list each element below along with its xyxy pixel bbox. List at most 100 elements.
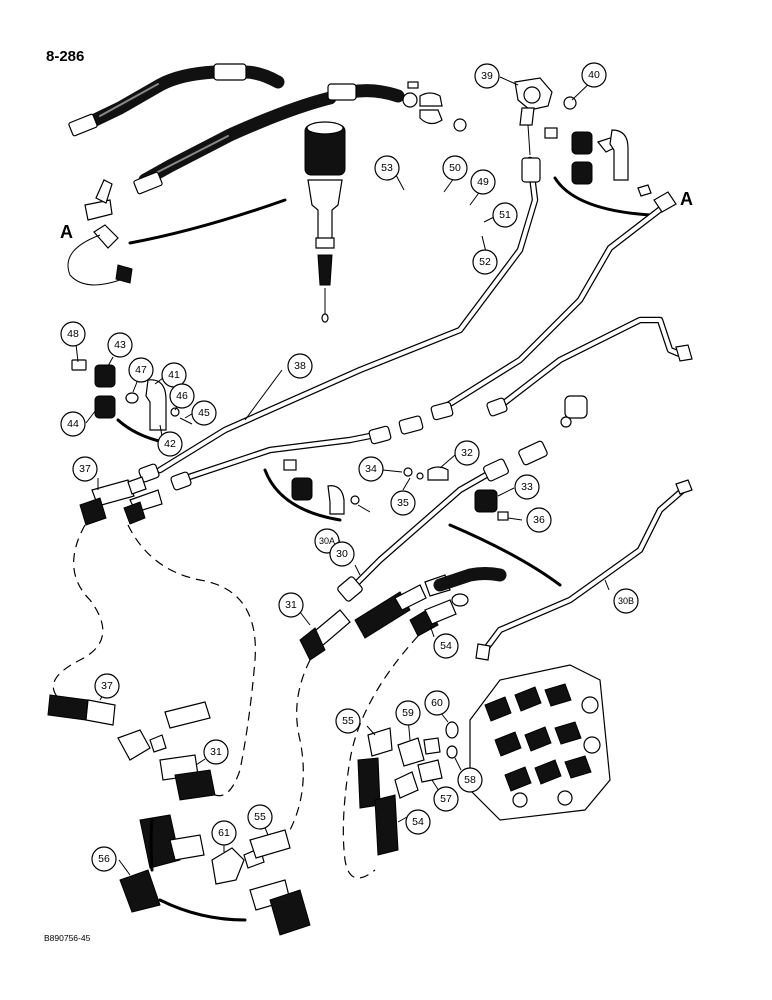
svg-text:54: 54 <box>440 640 452 652</box>
callout-53: 53 <box>374 155 400 181</box>
callout-54-lower: 54 <box>405 809 431 835</box>
callout-52: 52 <box>472 249 498 275</box>
svg-text:45: 45 <box>198 407 210 419</box>
tube-fittings <box>138 395 588 602</box>
svg-text:30: 30 <box>336 548 348 560</box>
callout-31-upper: 31 <box>278 592 304 618</box>
svg-text:58: 58 <box>464 774 476 786</box>
svg-text:51: 51 <box>499 209 511 221</box>
callout-54-upper: 54 <box>433 633 459 659</box>
svg-text:60: 60 <box>431 697 443 709</box>
callout-49: 49 <box>470 169 496 195</box>
steel-tube-38 <box>156 156 541 474</box>
svg-text:37: 37 <box>101 680 113 692</box>
elbow-fitting-39 <box>514 77 577 156</box>
valve-elbows <box>357 721 459 856</box>
callout-55-upper: 55 <box>335 708 361 734</box>
callout-39: 39 <box>474 63 500 89</box>
top-clamp-parts <box>407 81 467 132</box>
callout-40: 40 <box>581 62 607 88</box>
steel-tube-right <box>436 191 677 414</box>
lower-fittings <box>119 814 311 936</box>
callout-34: 34 <box>358 456 384 482</box>
svg-text:31: 31 <box>285 599 297 611</box>
svg-text:46: 46 <box>176 390 188 402</box>
svg-text:33: 33 <box>521 481 533 493</box>
svg-text:31: 31 <box>210 746 222 758</box>
svg-text:59: 59 <box>402 707 414 719</box>
callout-51: 51 <box>492 202 518 228</box>
svg-text:34: 34 <box>365 463 377 475</box>
callout-57: 57 <box>433 786 459 812</box>
callout-56: 56 <box>91 846 117 872</box>
clamp-parts-middle <box>263 459 562 587</box>
svg-text:61: 61 <box>218 827 230 839</box>
svg-text:57: 57 <box>440 793 452 805</box>
steel-tube-upper-right <box>491 316 693 414</box>
figure-id: B890756-45 <box>44 933 91 943</box>
reference-letter-a-left: A <box>60 222 73 242</box>
steel-tube-30 <box>346 466 499 594</box>
callout-60: 60 <box>424 690 450 716</box>
control-valve-body <box>469 664 611 821</box>
steel-tube-middle <box>176 431 379 484</box>
tee-fitting-left <box>67 179 287 286</box>
svg-text:48: 48 <box>67 328 79 340</box>
callout-35: 35 <box>390 490 416 516</box>
callout-61: 61 <box>211 820 237 846</box>
callout-37-upper: 37 <box>72 456 98 482</box>
svg-text:38: 38 <box>294 360 306 372</box>
svg-text:40: 40 <box>588 69 600 81</box>
callout-45: 45 <box>191 400 217 426</box>
svg-text:53: 53 <box>381 162 393 174</box>
callout-47: 47 <box>128 357 154 383</box>
callout-36: 36 <box>526 507 552 533</box>
callout-43: 43 <box>107 332 133 358</box>
svg-text:36: 36 <box>533 514 545 526</box>
reference-letter-a-right: A <box>680 189 693 209</box>
svg-text:44: 44 <box>67 418 79 430</box>
upper-right-clamp <box>544 127 652 217</box>
callout-58: 58 <box>457 767 483 793</box>
callout-38: 38 <box>287 353 313 379</box>
callout-46: 46 <box>169 383 195 409</box>
callout-30b: 30B <box>613 588 639 614</box>
svg-text:35: 35 <box>397 497 409 509</box>
callout-42: 42 <box>157 431 183 457</box>
callout-48: 48 <box>60 321 86 347</box>
hose-ends-upper <box>79 476 163 526</box>
svg-text:41: 41 <box>168 369 180 381</box>
lower-hose-assembly <box>47 694 216 801</box>
callout-37-lower: 37 <box>94 673 120 699</box>
svg-text:56: 56 <box>98 853 110 865</box>
upper-hose-assembly <box>68 63 418 195</box>
clamp-parts-left <box>71 359 193 447</box>
callout-41: 41 <box>161 362 187 388</box>
callout-32: 32 <box>454 440 480 466</box>
svg-text:55: 55 <box>254 811 266 823</box>
callout-30: 30 <box>329 541 355 567</box>
hose-fittings-31-54 <box>299 567 507 661</box>
svg-text:50: 50 <box>449 162 461 174</box>
svg-text:55: 55 <box>342 715 354 727</box>
callout-33: 33 <box>514 474 540 500</box>
callout-31-lower: 31 <box>203 739 229 765</box>
svg-text:42: 42 <box>164 438 176 450</box>
callout-55-lower: 55 <box>247 804 273 830</box>
callout-44: 44 <box>60 411 86 437</box>
svg-text:32: 32 <box>461 447 473 459</box>
callout-labels: 39 40 53 50 49 51 52 48 43 47 41 38 46 4… <box>60 62 639 872</box>
check-valve-parts <box>304 121 346 323</box>
page-number: 8-286 <box>46 48 85 65</box>
svg-text:49: 49 <box>477 176 489 188</box>
svg-text:30B: 30B <box>618 596 634 606</box>
svg-text:52: 52 <box>479 256 491 268</box>
svg-text:30A: 30A <box>319 536 335 546</box>
svg-text:37: 37 <box>79 463 91 475</box>
steel-tube-30b <box>475 479 693 661</box>
svg-text:43: 43 <box>114 339 126 351</box>
callout-50: 50 <box>442 155 468 181</box>
svg-text:54: 54 <box>412 816 424 828</box>
svg-text:39: 39 <box>481 70 493 82</box>
